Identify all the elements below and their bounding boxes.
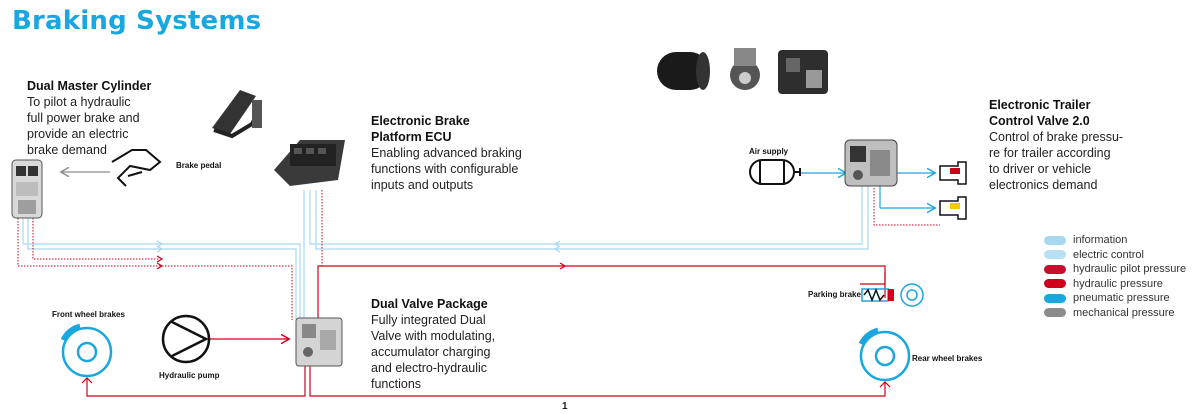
legend-label: mechanical pressure	[1073, 306, 1175, 319]
ecu-name-line1: Electronic Brake	[371, 114, 470, 128]
electric-control-lines	[22, 185, 869, 320]
hydraulic-pilot-lines	[17, 185, 940, 320]
air-supply-tank-icon	[749, 159, 801, 185]
legend-item: mechanical pressure	[1044, 306, 1186, 321]
etcv-desc: Control of brake pressu- re for trailer …	[989, 130, 1124, 192]
dual-master-cylinder-desc: To pilot a hydraulic full power brake an…	[27, 95, 140, 157]
dual-master-cylinder-name: Dual Master Cylinder	[27, 79, 152, 93]
legend-swatch	[1044, 264, 1066, 274]
etcv-name-line2: Control Valve 2.0	[989, 114, 1090, 128]
legend-swatch	[1044, 235, 1066, 245]
ecu-block: Electronic Brake Platform ECU Enabling a…	[371, 113, 522, 193]
front-wheel-brakes-label: Front wheel brakes	[52, 310, 125, 319]
info-arrows	[156, 240, 561, 253]
dual-valve-device	[295, 317, 343, 367]
ecu-device	[274, 140, 345, 186]
legend-item: pneumatic pressure	[1044, 291, 1186, 306]
hydraulic-pump-label: Hydraulic pump	[159, 371, 220, 380]
front-wheel-brake-icon	[60, 323, 113, 378]
trailer-coupling-yellow	[939, 196, 967, 220]
parking-brake-label: Parking brake	[808, 290, 861, 299]
legend-item: hydraulic pressure	[1044, 277, 1186, 292]
legend-label: pneumatic pressure	[1073, 292, 1170, 305]
dual-valve-name: Dual Valve Package	[371, 297, 488, 311]
hydraulic-arrows	[81, 255, 891, 388]
dual-master-cylinder-device	[11, 159, 43, 219]
legend-label: hydraulic pressure	[1073, 277, 1163, 290]
legend-item: hydraulic pilot pressure	[1044, 262, 1186, 277]
legend-swatch	[1044, 293, 1066, 303]
parking-brake-icon	[861, 283, 924, 307]
legend-label: hydraulic pilot pressure	[1073, 263, 1187, 276]
air-supply-label: Air supply	[749, 147, 789, 156]
rear-wheel-brakes-label: Rear wheel brakes	[912, 354, 983, 363]
pneumatic-lines	[800, 173, 934, 208]
product-images	[657, 48, 828, 94]
hydraulic-pump-icon	[161, 314, 211, 364]
trailer-coupling-red	[939, 161, 967, 185]
legend-swatch	[1044, 308, 1066, 318]
legend-item: information	[1044, 233, 1186, 248]
legend-label: electric control	[1073, 248, 1144, 261]
etcv-device	[844, 139, 898, 187]
ecu-name-line2: Platform ECU	[371, 130, 452, 144]
legend-item: electric control	[1044, 248, 1186, 263]
dual-valve-desc: Fully integrated Dual Valve with modulat…	[371, 313, 496, 391]
dual-master-cylinder-block: Dual Master Cylinder To pilot a hydrauli…	[27, 78, 151, 158]
legend-swatch	[1044, 250, 1066, 260]
page-title: Braking Systems	[12, 6, 262, 36]
ecu-desc: Enabling advanced braking functions with…	[371, 146, 522, 192]
brake-pedal-label: Brake pedal	[176, 161, 222, 170]
pedal-device	[212, 90, 262, 139]
etcv-block: Electronic Trailer Control Valve 2.0 Con…	[989, 97, 1123, 193]
brake-pedal-icon	[111, 149, 162, 187]
legend-label: information	[1073, 234, 1128, 247]
legend: information electric control hydraulic p…	[1044, 233, 1186, 320]
line-marker-label: 1	[562, 401, 568, 412]
etcv-name-line1: Electronic Trailer	[989, 98, 1091, 112]
dual-valve-block: Dual Valve Package Fully integrated Dual…	[371, 296, 495, 392]
legend-swatch	[1044, 279, 1066, 289]
rear-wheel-brake-icon	[858, 327, 911, 382]
hydraulic-lines	[86, 265, 886, 397]
